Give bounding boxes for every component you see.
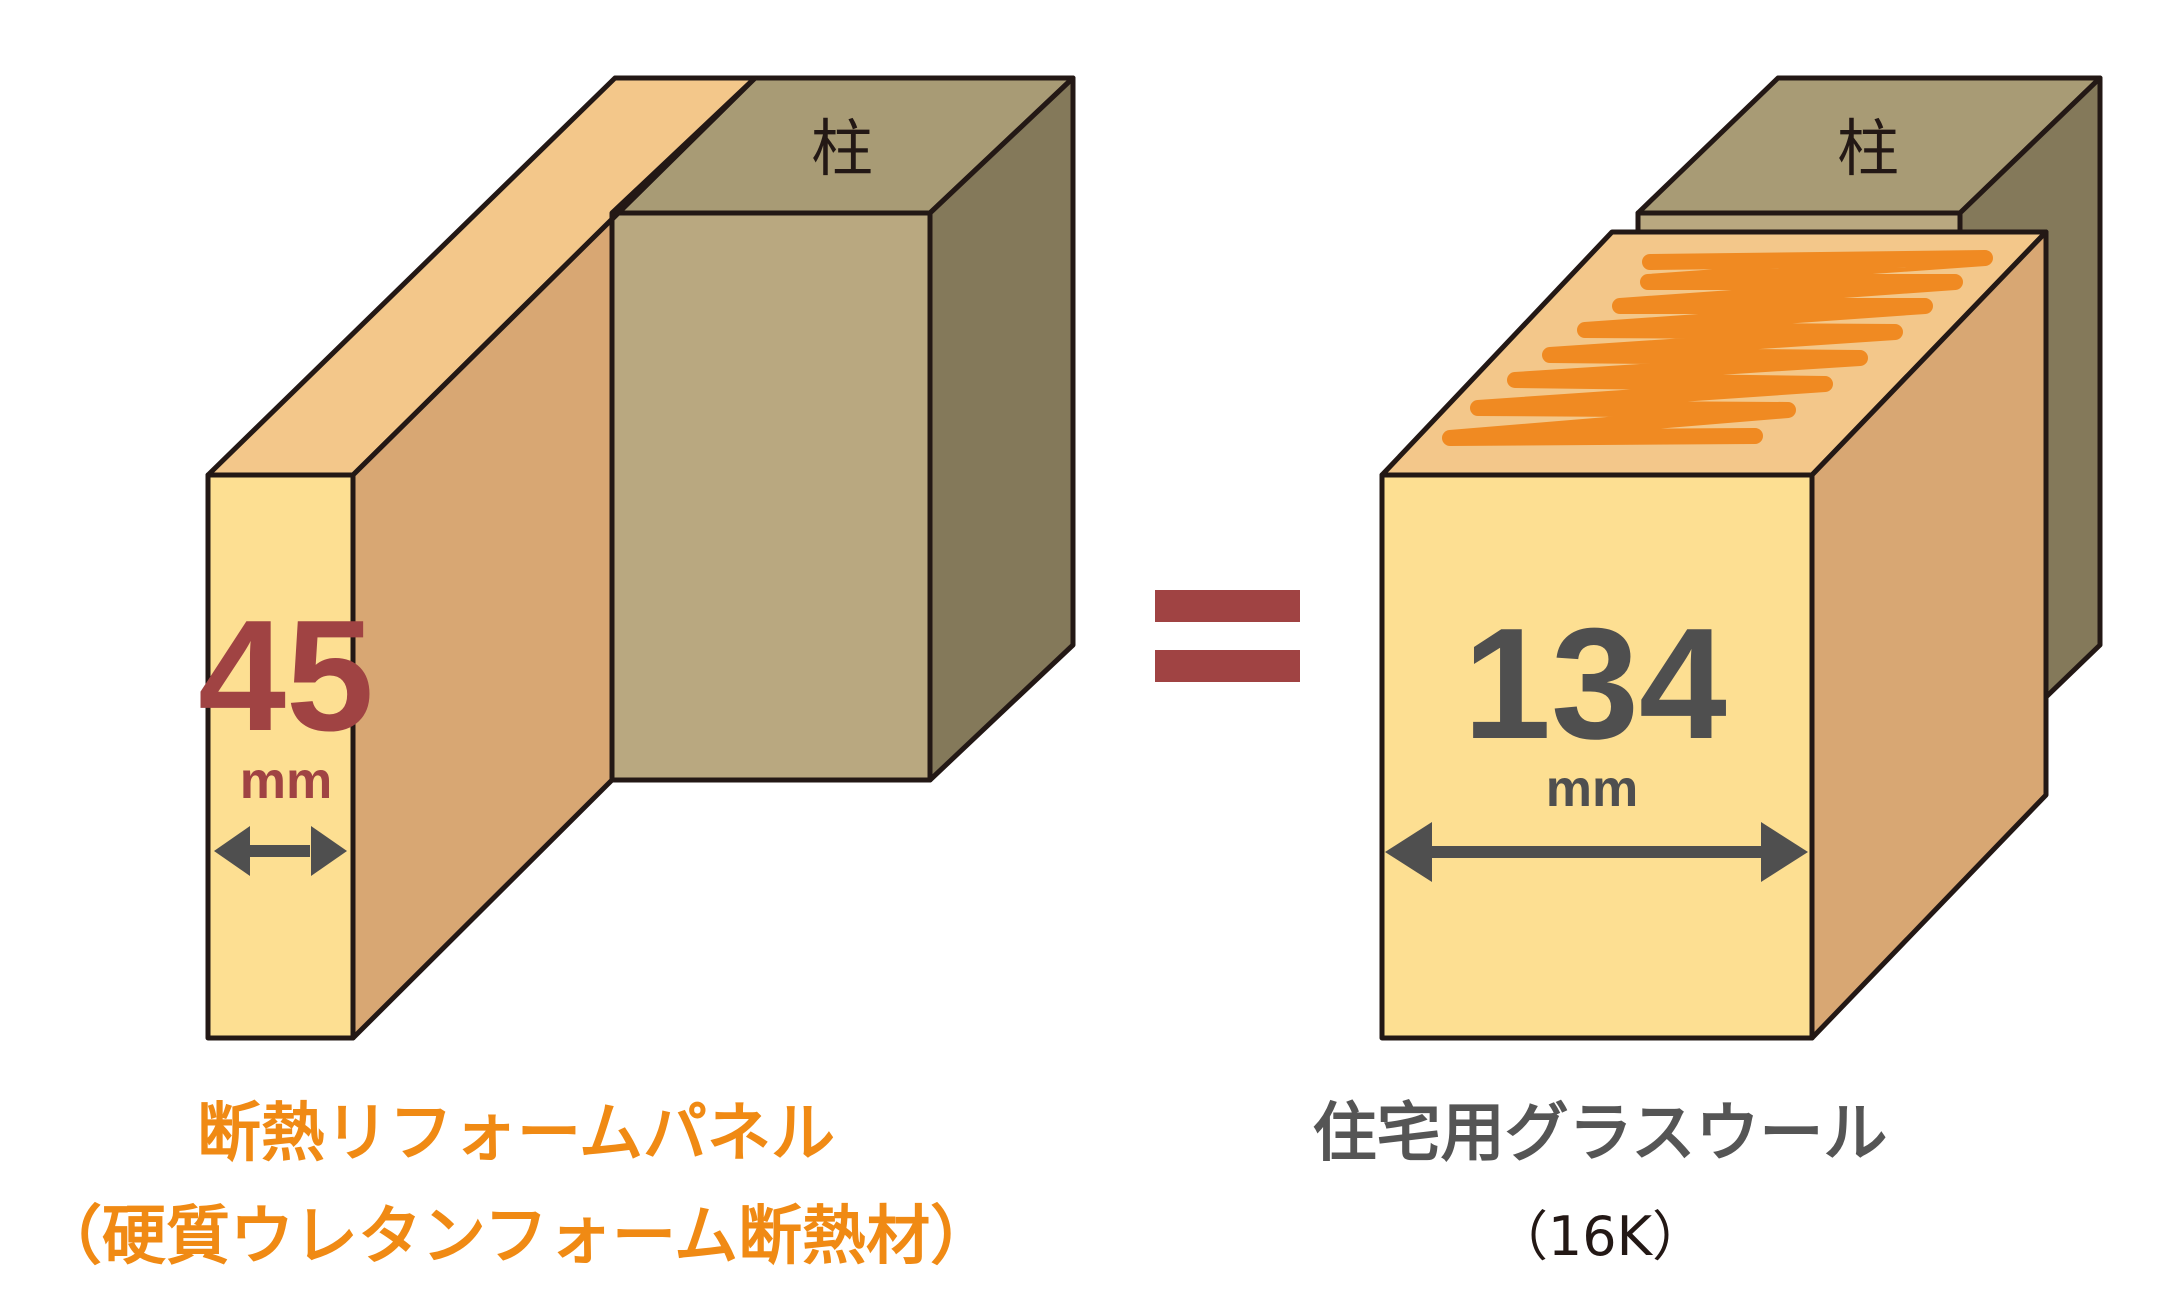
left-width-arrow [214,826,347,876]
left-pillar-label: 柱 [811,112,873,185]
left-panel-front [205,472,356,1041]
glass-wool-fiber-squiggle [1442,250,1993,446]
left-caption-line2: （硬質ウレタンフォーム断熱材） [38,1200,994,1274]
right-thickness-value: 134 [1463,596,1727,772]
right-thickness-unit: mm [1546,760,1638,818]
right-block-front [1379,472,1815,1041]
left-pillar [609,75,1076,783]
right-caption-line1: 住宅用グラスウール [1313,1097,1888,1171]
left-caption-line1: 断熱リフォームパネル [197,1097,835,1171]
left-thickness-unit: mm [240,752,332,810]
right-pillar-front [1635,210,1963,235]
right-width-arrow [1385,822,1808,882]
left-panel [205,75,758,1041]
left-thickness-value: 45 [198,588,374,764]
right-pillar-label: 柱 [1837,112,1899,185]
right-caption-line2: （16K） [1494,1205,1706,1268]
left-illustration [205,75,1076,1041]
equals-bar-top [1155,590,1300,622]
left-pillar-front [609,210,933,783]
equals-sign [1155,590,1300,682]
equals-bar-bottom [1155,650,1300,682]
right-illustration [1379,75,2103,1041]
